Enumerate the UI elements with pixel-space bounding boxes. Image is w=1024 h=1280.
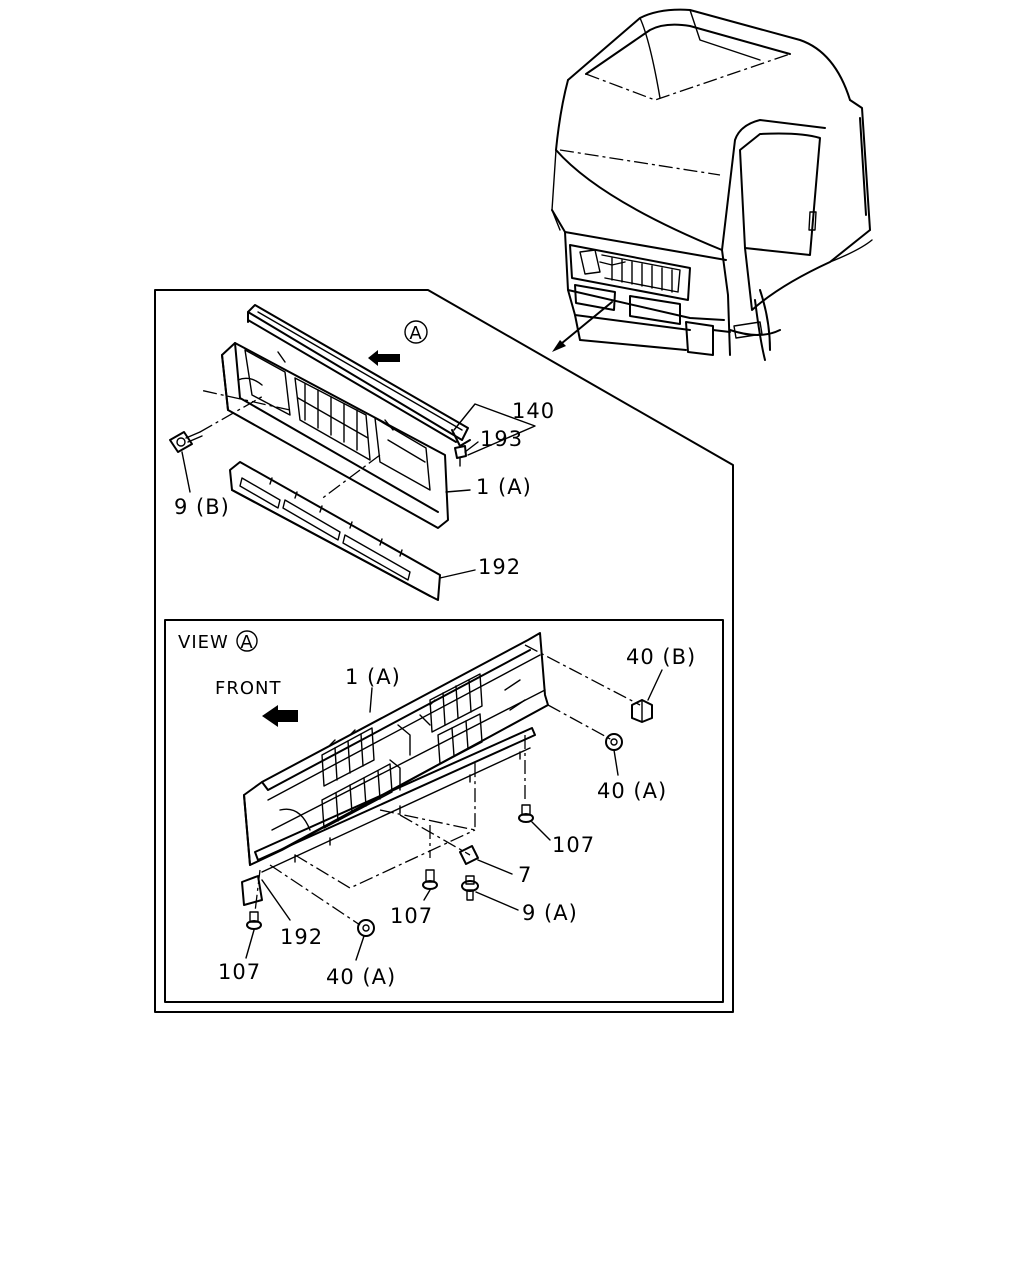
callout-9A: 9 (A) [522,901,578,925]
callout-9B-leader [181,451,191,493]
part-107-screw-left [246,911,262,930]
view-A-label: VIEW [178,632,229,653]
callout-192-leader [439,569,476,579]
callout-107-right: 107 [552,833,595,857]
part-107-screw-right [518,804,534,823]
callout-107-mid: 107 [390,904,433,928]
front-arrow [262,705,298,727]
callout-192: 192 [478,555,521,579]
view-A-fasteners [246,699,653,937]
view-marker-circle [404,320,428,344]
part-40A-nut-right [605,733,623,751]
part-40B-clip [631,699,653,723]
cab-to-detail-leader [555,301,613,349]
callout-140-bracket [453,403,536,456]
callout-9A-leader [475,891,519,911]
callout-1A: 1 (A) [476,475,532,499]
view-marker-letter: A [409,323,422,344]
callout-193: 193 [480,427,523,451]
callout-7: 7 [518,863,532,887]
callout-1A-leader [445,489,471,493]
callout-7-leader [477,859,513,875]
view-A-marker-circle [236,630,258,652]
view-A-assembly [241,632,641,926]
callout-40A-right: 40 (A) [597,779,667,803]
part-193-clip [454,445,467,467]
callout-107-left-leader [245,929,255,959]
truck-cab-illustration [551,8,873,361]
callout-view-192-leader [261,879,291,921]
leader-arrowhead [552,340,566,352]
callout-107-mid-leader [423,889,431,901]
part-40A-nut-bottom [357,919,375,937]
front-label: FRONT [215,678,282,699]
callout-140: 140 [512,399,555,423]
part-1A-grille [221,342,449,529]
callout-40A-bottom: 40 (A) [326,965,396,989]
callout-40A-right-leader [613,749,619,776]
view-A-marker-letter: A [240,632,253,653]
detail-frame [154,289,734,1013]
callout-view-192: 192 [280,925,323,949]
callout-107-left: 107 [218,960,261,984]
part-140-molding [247,304,471,447]
upper-exploded-view: A 140 193 1 (A) 9 (B) 192 [169,304,555,601]
callout-193-leader [464,441,479,453]
callout-view-1A: 1 (A) [345,665,401,689]
callout-40A-bottom-leader [355,935,365,961]
callout-107-right-leader [531,821,551,841]
part-9A-screw [461,875,479,901]
part-107-screw-mid [422,869,438,890]
direction-arrow-A [368,350,400,366]
callout-40B-leader [647,669,663,701]
view-A-frame [164,619,724,1003]
part-7-clip [459,845,479,865]
cab-grille [569,244,691,301]
callout-9B: 9 (B) [174,495,230,519]
part-9B-screw [169,394,266,453]
part-192-lower-panel [229,461,441,601]
callout-view-1A-leader [369,687,373,713]
callout-40B: 40 (B) [626,645,696,669]
view-A-callouts: 40 (B) 1 (A) 40 (A) 107 7 107 9 (A) 192 … [218,645,696,989]
